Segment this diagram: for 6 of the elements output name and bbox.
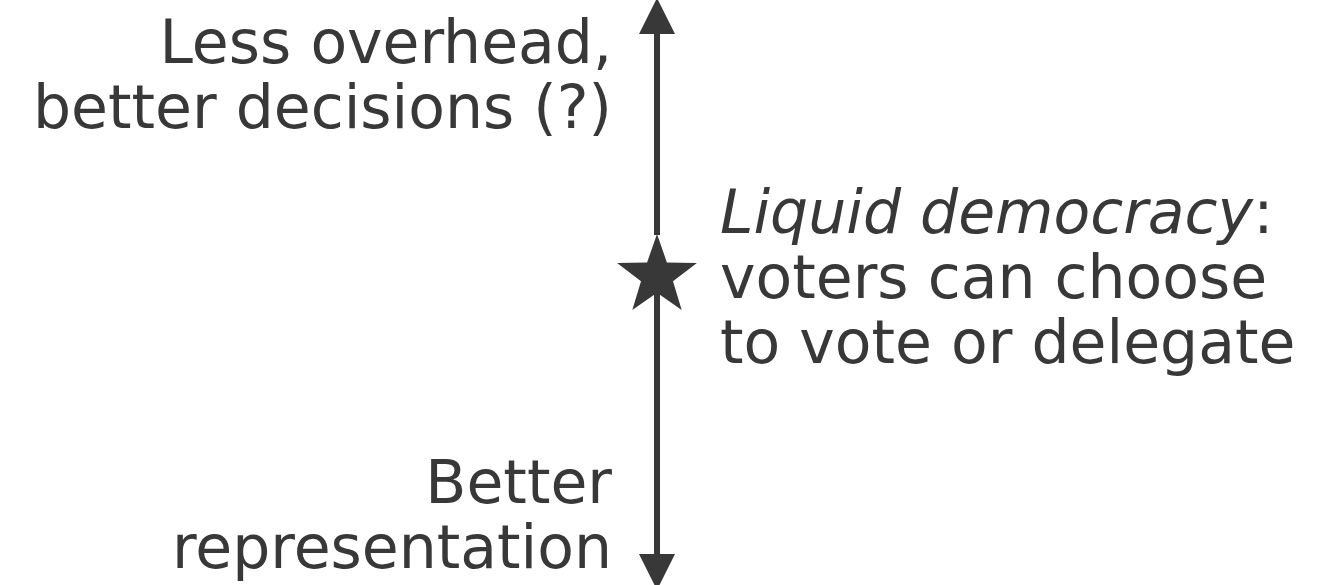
star-icon <box>617 234 697 310</box>
end-label: Better representation <box>22 450 672 585</box>
arrow <box>639 0 675 235</box>
node-caption: Liquid democracy: voters can choose to vote or delegate <box>720 180 1297 375</box>
arrow <box>639 291 675 585</box>
end-label: Less overhead, better decisions (?) <box>22 3 672 140</box>
